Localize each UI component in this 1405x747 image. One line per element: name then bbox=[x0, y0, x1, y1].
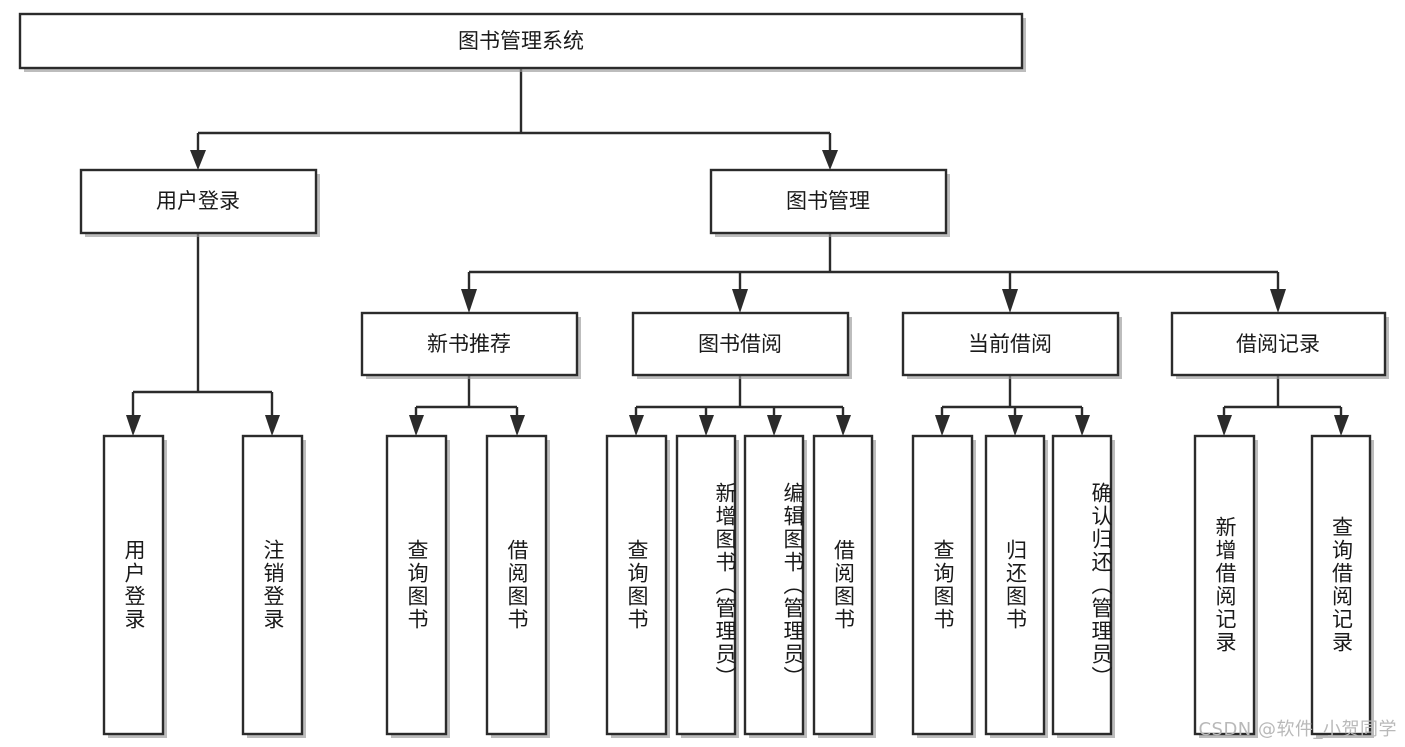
node-leaf-borrow-book[interactable] bbox=[812, 434, 876, 738]
connector-userlogin-to-bus bbox=[131, 233, 274, 417]
node-book-borrow[interactable]: 图书借阅 bbox=[631, 311, 852, 379]
node-current-borrow-label: 当前借阅 bbox=[968, 332, 1052, 356]
arrowhead-to-leaf-query-book-recommend bbox=[409, 415, 424, 436]
connector-bookborrow-to-bus bbox=[634, 375, 845, 417]
connector-bookmgmt-to-bus bbox=[467, 233, 1280, 291]
node-root-label: 图书管理系统 bbox=[458, 29, 584, 53]
arrowhead-to-leaf-borrow-book bbox=[836, 415, 851, 436]
node-leaf-query-borrow-record[interactable] bbox=[1310, 434, 1374, 738]
arrowhead-to-current-borrow bbox=[1002, 289, 1018, 313]
arrowhead-to-book-management bbox=[822, 150, 838, 170]
arrowhead-to-leaf-query-borrow-record bbox=[1334, 415, 1349, 436]
node-layer: 图书管理系统 用户登录 图书管理 新书推荐 bbox=[18, 12, 1389, 738]
node-leaf-query-book-borrow[interactable] bbox=[605, 434, 670, 738]
node-root[interactable]: 图书管理系统 bbox=[18, 12, 1026, 72]
arrowhead-to-book-borrow bbox=[732, 289, 748, 313]
node-borrow-records-label: 借阅记录 bbox=[1236, 332, 1320, 356]
node-book-borrow-label: 图书借阅 bbox=[698, 332, 782, 356]
node-new-book-recommend-label: 新书推荐 bbox=[427, 332, 511, 356]
arrowhead-to-leaf-add-borrow-record bbox=[1217, 415, 1232, 436]
arrowhead-to-leaf-query-book-borrow bbox=[629, 415, 644, 436]
connector-borrowrecords-to-bus bbox=[1222, 375, 1343, 417]
arrowhead-to-leaf-add-book-admin bbox=[699, 415, 714, 436]
node-new-book-recommend[interactable]: 新书推荐 bbox=[360, 311, 581, 379]
arrowhead-to-leaf-logout-login bbox=[265, 415, 280, 436]
arrowhead-to-user-login bbox=[190, 150, 206, 170]
node-leaf-add-borrow-record[interactable] bbox=[1193, 434, 1258, 738]
node-book-management-label: 图书管理 bbox=[786, 189, 870, 213]
node-user-login[interactable]: 用户登录 bbox=[79, 168, 320, 237]
node-leaf-add-book-admin[interactable] bbox=[675, 434, 739, 738]
connector-newbook-to-bus bbox=[414, 375, 519, 417]
arrowhead-to-new-book-recommend bbox=[461, 289, 477, 313]
node-book-management[interactable]: 图书管理 bbox=[709, 168, 950, 237]
node-leaf-logout-login[interactable] bbox=[241, 434, 306, 738]
node-leaf-return-book[interactable] bbox=[984, 434, 1048, 738]
node-leaf-query-book-current[interactable] bbox=[911, 434, 976, 738]
node-leaf-user-login[interactable] bbox=[102, 434, 167, 738]
node-leaf-confirm-return-admin[interactable] bbox=[1051, 434, 1115, 738]
arrowhead-to-leaf-borrow-book-recommend bbox=[510, 415, 525, 436]
arrowhead-to-leaf-user-login bbox=[126, 415, 141, 436]
node-current-borrow[interactable]: 当前借阅 bbox=[901, 311, 1122, 379]
arrowhead-to-leaf-query-book-current bbox=[935, 415, 950, 436]
connector-root-to-bus bbox=[196, 68, 832, 152]
node-leaf-edit-book-admin[interactable] bbox=[743, 434, 807, 738]
node-user-login-label: 用户登录 bbox=[156, 189, 240, 213]
node-borrow-records[interactable]: 借阅记录 bbox=[1170, 311, 1389, 379]
arrowhead-to-leaf-return-book bbox=[1008, 415, 1023, 436]
arrowhead-to-leaf-edit-book-admin bbox=[767, 415, 782, 436]
node-leaf-query-book-recommend[interactable] bbox=[385, 434, 450, 738]
csdn-watermark: CSDN @软件_小贺同学 bbox=[1198, 719, 1397, 740]
connector-layer bbox=[126, 68, 1349, 436]
arrowhead-to-leaf-confirm-return-admin bbox=[1075, 415, 1090, 436]
connector-currentborrow-to-bus bbox=[940, 375, 1084, 417]
arrowhead-to-borrow-records bbox=[1270, 289, 1286, 313]
node-leaf-borrow-book-recommend[interactable] bbox=[485, 434, 550, 738]
